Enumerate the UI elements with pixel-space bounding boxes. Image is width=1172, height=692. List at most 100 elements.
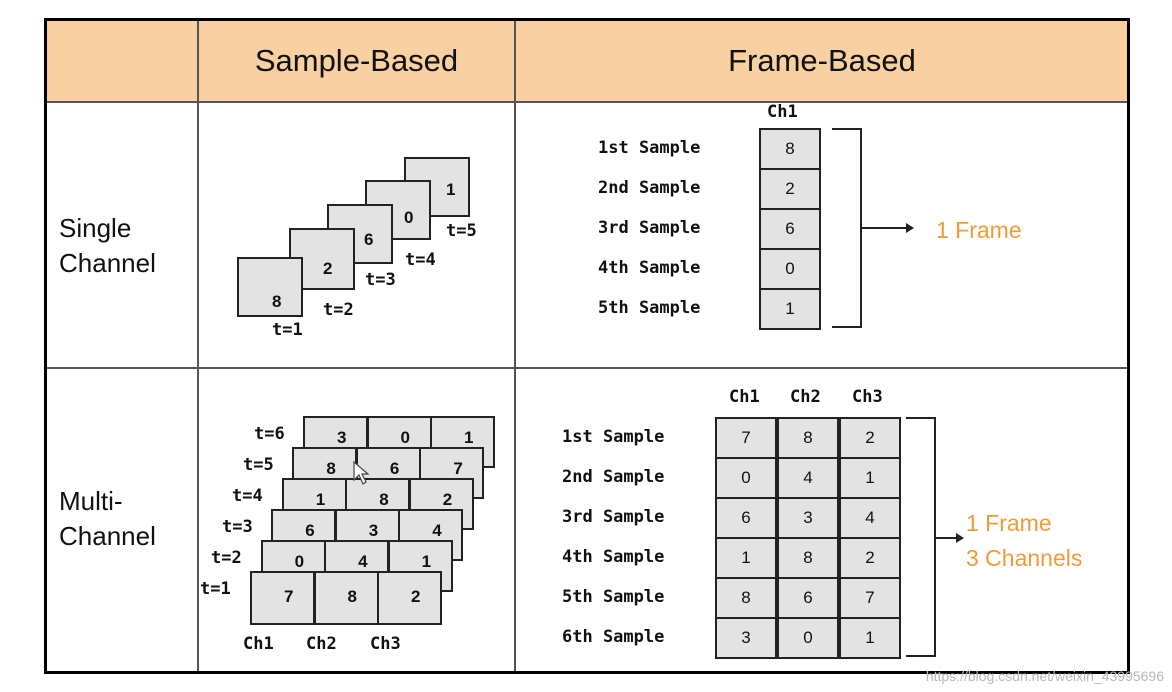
single-frame-arrow-icon bbox=[862, 223, 914, 233]
t-label-4: t=4 bbox=[405, 250, 436, 270]
multi-sample-value-r1-c3: 1 bbox=[464, 428, 474, 447]
single-frame-bracket bbox=[832, 128, 862, 328]
multi-frame-cell-r4-c2: 8 bbox=[777, 537, 839, 579]
multi-sample-value-r3-c3: 2 bbox=[442, 490, 453, 509]
row-label-multi-channel: Multi- Channel bbox=[59, 484, 156, 554]
multi-frame-cell-r1-c2: 8 bbox=[777, 417, 839, 459]
multi-frame-cell-r2-c2: 4 bbox=[777, 457, 839, 499]
multi-frame-cell-r4-c1: 1 bbox=[715, 537, 777, 579]
single-frame-cell-2: 2 bbox=[759, 168, 821, 210]
multi-sample-value-r6-c2: 8 bbox=[347, 587, 357, 606]
multi-frame-cell-r5-c1: 8 bbox=[715, 577, 777, 619]
multi-sample-value-r5-c1: 0 bbox=[294, 552, 305, 571]
row-label-multi-line2: Channel bbox=[59, 521, 156, 551]
multi-t-label-5: t=5 bbox=[243, 455, 274, 475]
multi-frame-cell-r1-c1: 7 bbox=[715, 417, 777, 459]
multi-sample-cell-r6-c3 bbox=[377, 571, 442, 625]
header-row bbox=[47, 21, 1127, 103]
multi-sample-value-r1-c2: 0 bbox=[400, 428, 410, 447]
multi-sample-value-r4-c1: 6 bbox=[305, 521, 315, 540]
multi-sample-value-r2-c3: 7 bbox=[453, 459, 463, 478]
multi-frame-ch2-header: Ch2 bbox=[790, 387, 821, 407]
multi-sample-value-r5-c2: 4 bbox=[358, 552, 368, 571]
multi-frame-cell-r6-c2: 0 bbox=[777, 617, 839, 659]
column-divider-1 bbox=[197, 21, 199, 671]
multi-frame-cell-r5-c2: 6 bbox=[777, 577, 839, 619]
multi-ch-label-1: Ch1 bbox=[243, 634, 274, 654]
watermark: https://blog.csdn.net/weixin_43995696 bbox=[925, 668, 1164, 684]
row-label-single-line1: Single bbox=[59, 213, 132, 243]
single-frame-cell-5: 1 bbox=[759, 288, 821, 330]
single-frame-cell-4: 0 bbox=[759, 248, 821, 290]
mouse-cursor-icon bbox=[353, 460, 370, 485]
multi-t-label-6: t=6 bbox=[254, 424, 285, 444]
row-label-single-channel: Single Channel bbox=[59, 211, 156, 281]
t-label-5: t=5 bbox=[446, 221, 477, 241]
multi-frame-bracket bbox=[906, 417, 936, 657]
multi-frame-sample-label-6: 6th Sample bbox=[562, 627, 665, 647]
multi-frame-result-line2: 3 Channels bbox=[966, 545, 1083, 571]
sample-value-t3: 6 bbox=[364, 230, 374, 249]
multi-t-label-2: t=2 bbox=[211, 548, 242, 568]
multi-frame-cell-r3-c2: 3 bbox=[777, 497, 839, 539]
multi-t-label-3: t=3 bbox=[222, 517, 253, 537]
row-label-single-line2: Channel bbox=[59, 248, 156, 278]
multi-frame-ch1-header: Ch1 bbox=[729, 387, 760, 407]
sample-value-t5: 1 bbox=[446, 180, 456, 199]
multi-frame-cell-r1-c3: 2 bbox=[839, 417, 901, 459]
header-frame-based: Frame-Based bbox=[728, 43, 916, 78]
column-divider-2 bbox=[514, 21, 516, 671]
multi-frame-sample-label-2: 2nd Sample bbox=[562, 467, 665, 487]
row-label-multi-line1: Multi- bbox=[59, 486, 123, 516]
multi-sample-value-r4-c2: 3 bbox=[368, 521, 379, 540]
multi-frame-result-line1: 1 Frame bbox=[966, 510, 1052, 536]
multi-sample-value-r1-c1: 3 bbox=[337, 428, 347, 447]
single-frame-cell-3: 6 bbox=[759, 208, 821, 250]
multi-frame-sample-label-4: 4th Sample bbox=[562, 547, 665, 567]
multi-frame-cell-r2-c1: 0 bbox=[715, 457, 777, 499]
multi-frame-cell-r3-c1: 6 bbox=[715, 497, 777, 539]
comparison-table: Sample-Based Frame-Based Single Channel … bbox=[44, 18, 1130, 674]
multi-t-label-1: t=1 bbox=[200, 579, 231, 599]
sample-value-t4: 0 bbox=[404, 208, 414, 227]
multi-ch-label-2: Ch2 bbox=[306, 634, 337, 654]
multi-frame-cell-r5-c3: 7 bbox=[839, 577, 901, 619]
single-frame-cell-1: 8 bbox=[759, 128, 821, 170]
multi-frame-cell-r6-c3: 1 bbox=[839, 617, 901, 659]
multi-frame-cell-r3-c3: 4 bbox=[839, 497, 901, 539]
multi-sample-value-r6-c3: 2 bbox=[411, 587, 421, 606]
multi-sample-value-r3-c2: 8 bbox=[379, 490, 389, 509]
single-frame-result: 1 Frame bbox=[936, 217, 1022, 243]
multi-frame-cell-r6-c1: 3 bbox=[715, 617, 777, 659]
single-frame-sample-label-2: 2nd Sample bbox=[598, 178, 701, 198]
single-frame-ch1-header: Ch1 bbox=[767, 102, 798, 122]
multi-frame-cell-r2-c3: 1 bbox=[839, 457, 901, 499]
single-frame-sample-label-1: 1st Sample bbox=[598, 138, 701, 158]
multi-sample-value-r4-c3: 4 bbox=[432, 521, 442, 540]
t-label-1: t=1 bbox=[272, 320, 303, 340]
multi-frame-arrow-icon bbox=[936, 533, 964, 543]
sample-value-t2: 2 bbox=[323, 259, 333, 278]
multi-sample-cell-r6-c1 bbox=[250, 571, 315, 625]
row-divider bbox=[47, 367, 1127, 369]
sample-value-t1: 8 bbox=[272, 292, 282, 311]
single-frame-sample-label-5: 5th Sample bbox=[598, 298, 701, 318]
multi-sample-value-r3-c1: 1 bbox=[315, 490, 326, 509]
single-frame-sample-label-4: 4th Sample bbox=[598, 258, 701, 278]
multi-sample-value-r6-c1: 7 bbox=[284, 587, 294, 606]
t-label-3: t=3 bbox=[365, 270, 396, 290]
multi-sample-value-r2-c2: 6 bbox=[389, 459, 400, 478]
multi-ch-label-3: Ch3 bbox=[370, 634, 401, 654]
t-label-2: t=2 bbox=[323, 300, 354, 320]
multi-frame-sample-label-1: 1st Sample bbox=[562, 427, 665, 447]
multi-sample-value-r5-c3: 1 bbox=[421, 552, 432, 571]
multi-t-label-4: t=4 bbox=[232, 486, 263, 506]
multi-frame-sample-label-5: 5th Sample bbox=[562, 587, 665, 607]
multi-sample-value-r2-c1: 8 bbox=[326, 459, 336, 478]
multi-frame-ch3-header: Ch3 bbox=[852, 387, 883, 407]
multi-frame-cell-r4-c3: 2 bbox=[839, 537, 901, 579]
multi-frame-sample-label-3: 3rd Sample bbox=[562, 507, 665, 527]
multi-sample-cell-r6-c2 bbox=[313, 571, 379, 625]
sample-box-t1 bbox=[237, 257, 303, 317]
